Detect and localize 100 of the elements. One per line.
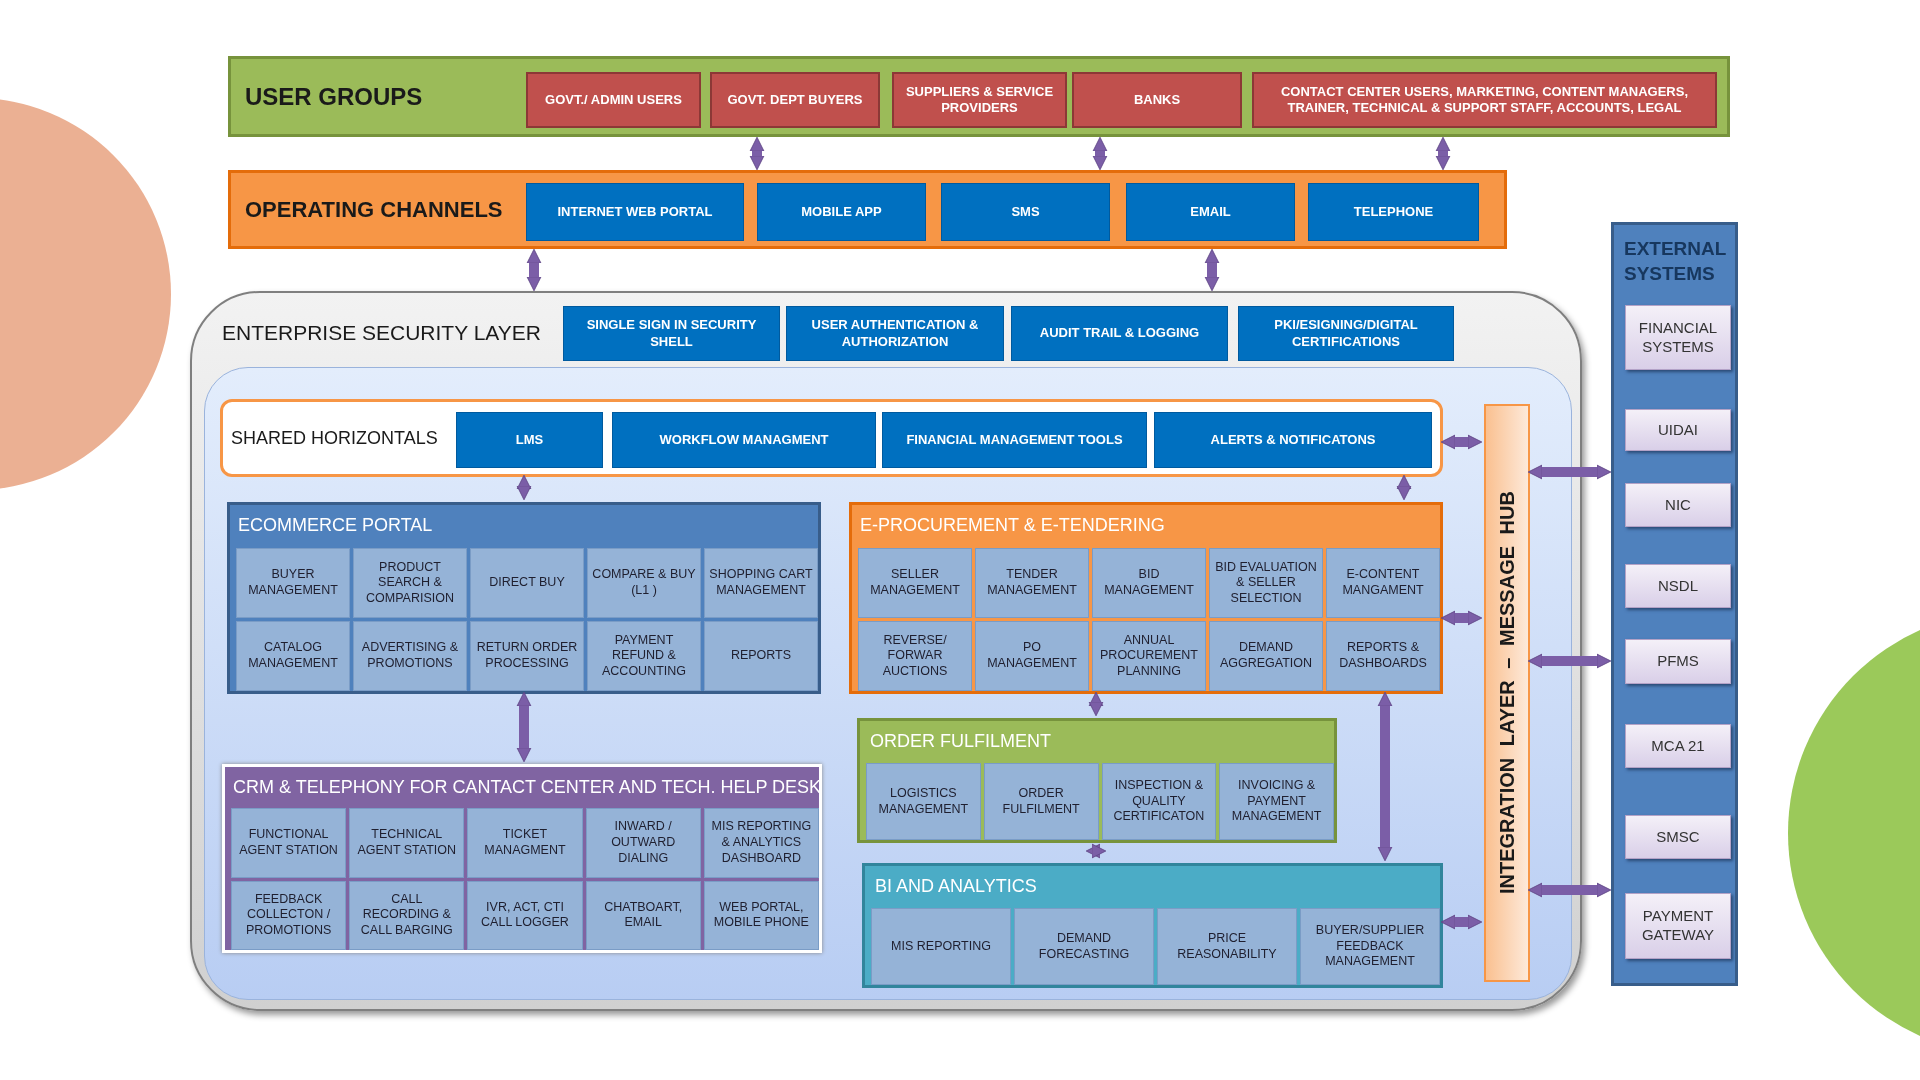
- group-heading: CRM & TELEPHONY FOR CANTACT CENTER AND TECH. HELP DESK: [233, 777, 822, 798]
- module-box: WEB PORTAL, MOBILE PHONE: [703, 880, 819, 950]
- module-box: TECHNICAL AGENT STATION: [349, 808, 465, 878]
- band-heading: SHARED HORIZONTALS: [231, 427, 438, 449]
- module-box: COMPARE & BUY (L1 ): [587, 548, 701, 618]
- group-heading: BI AND ANALYTICS: [875, 876, 1037, 897]
- layer-band: [228, 56, 1730, 137]
- module-box: BUYER MANAGEMENT: [236, 548, 350, 618]
- band-heading: OPERATING CHANNELS: [245, 196, 503, 223]
- external-systems-panel: [1611, 222, 1738, 986]
- module-box: FEEDBACK COLLECTON / PROMOTIONS: [231, 880, 347, 950]
- module-box: BID MANAGEMENT: [1092, 548, 1206, 618]
- module-box: EMAIL: [1126, 183, 1295, 241]
- system-box: MCA 21: [1625, 724, 1731, 768]
- module-box: DEMAND AGGREGATION: [1209, 621, 1323, 691]
- user-group-box: GOVT. DEPT BUYERS: [710, 72, 880, 128]
- user-group-box: GOVT./ ADMIN USERS: [526, 72, 701, 128]
- module-box: BUYER/SUPPLIER FEEDBACK MANAGEMENT: [1300, 908, 1440, 985]
- integration-bar: INTEGRATION LAYER – MESSAGE HUB: [1484, 404, 1530, 982]
- module-box: REPORTS & DASHBOARDS: [1326, 621, 1440, 691]
- module-box: PO MANAGEMENT: [975, 621, 1089, 691]
- module-box: DIRECT BUY: [470, 548, 584, 618]
- module-box: ADVERTISING & PROMOTIONS: [353, 621, 467, 691]
- module-box: TENDER MANAGEMENT: [975, 548, 1089, 618]
- module-box: FUNCTIONAL AGENT STATION: [231, 808, 347, 878]
- module-box: DEMAND FORECASTING: [1014, 908, 1154, 985]
- double-arrow: [526, 248, 542, 292]
- module-box: SHOPPING CART MANAGEMENT: [704, 548, 818, 618]
- module-box: SELLER MANAGEMENT: [858, 548, 972, 618]
- security-layer-panel: [190, 291, 1582, 1011]
- module-box: E-CONTENT MANGAMENT: [1326, 548, 1440, 618]
- module-box: PRICE REASONABILITY: [1157, 908, 1297, 985]
- system-box: NIC: [1625, 483, 1731, 527]
- module-box: PRODUCT SEARCH & COMPARISION: [353, 548, 467, 618]
- module-box: TELEPHONE: [1308, 183, 1479, 241]
- module-box: REPORTS: [704, 621, 818, 691]
- module-box: LMS: [456, 412, 603, 468]
- module-box: LOGISTICS MANAGEMENT: [866, 763, 981, 840]
- module-box: ORDER FULFILMENT: [983, 763, 1099, 840]
- double-arrow: [1440, 610, 1483, 626]
- double-arrow: [1396, 474, 1412, 501]
- module-box: PKI/ESIGNING/DIGITAL CERTIFICATIONS: [1238, 306, 1454, 361]
- shared-services-band: [220, 399, 1443, 477]
- system-box: SMSC: [1625, 815, 1731, 859]
- module-box: INSPECTION & QUALITY CERTIFICATON: [1101, 763, 1217, 840]
- module-group-panel: [857, 718, 1337, 843]
- module-box: ALERTS & NOTIFICATONS: [1154, 412, 1432, 468]
- module-group-panel: [862, 863, 1443, 988]
- module-box: CHATBOART, EMAIL: [585, 880, 701, 950]
- double-arrow: [1086, 843, 1106, 859]
- panel-heading: EXTERNAL SYSTEMS: [1624, 237, 1728, 286]
- module-box: INTERNET WEB PORTAL: [526, 183, 744, 241]
- module-group-panel: [227, 502, 821, 694]
- module-box: WORKFLOW MANAGMENT: [612, 412, 876, 468]
- double-arrow: [1088, 691, 1104, 717]
- module-group-panel: [222, 764, 822, 953]
- group-heading: ORDER FULFILMENT: [870, 731, 1051, 752]
- module-box: BID EVALUATION & SELLER SELECTION: [1209, 548, 1323, 618]
- double-arrow: [516, 691, 532, 763]
- system-box: UIDAI: [1625, 409, 1731, 451]
- module-box: MOBILE APP: [757, 183, 926, 241]
- module-box: SINGLE SIGN IN SECURITY SHELL: [563, 306, 780, 361]
- system-box: FINANCIAL SYSTEMS: [1625, 305, 1731, 370]
- module-box: FINANCIAL MANAGEMENT TOOLS: [882, 412, 1147, 468]
- system-box: NSDL: [1625, 564, 1731, 608]
- module-box: USER AUTHENTICATION & AUTHORIZATION: [786, 306, 1004, 361]
- double-arrow: [749, 136, 765, 171]
- module-box: MIS REPORTING & ANALYTICS DASHBOARD: [703, 808, 819, 878]
- module-box: RETURN ORDER PROCESSING: [470, 621, 584, 691]
- double-arrow: [1092, 136, 1108, 171]
- double-arrow: [1440, 914, 1483, 930]
- module-box: ANNUAL PROCUREMENT PLANNING: [1092, 621, 1206, 691]
- double-arrow: [1440, 434, 1483, 450]
- band-heading: USER GROUPS: [245, 82, 423, 111]
- module-box: TICKET MANAGMENT: [467, 808, 583, 878]
- system-box: PAYMENT GATEWAY: [1625, 893, 1731, 959]
- double-arrow: [1527, 464, 1612, 480]
- module-box: CATALOG MANAGEMENT: [236, 621, 350, 691]
- module-box: SMS: [941, 183, 1110, 241]
- module-box: REVERSE/ FORWAR AUCTIONS: [858, 621, 972, 691]
- group-heading: ECOMMERCE PORTAL: [238, 515, 433, 536]
- double-arrow: [1527, 653, 1612, 669]
- double-arrow: [516, 474, 532, 501]
- module-box: CALL RECORDING & CALL BARGING: [349, 880, 465, 950]
- layer-heading: ENTERPRISE SECURITY LAYER: [222, 321, 541, 345]
- double-arrow: [1204, 248, 1220, 292]
- module-box: INWARD / OUTWARD DIALING: [585, 808, 701, 878]
- layer-band: [228, 170, 1507, 249]
- module-box: MIS REPORTING: [871, 908, 1011, 985]
- double-arrow: [1377, 691, 1393, 862]
- module-group-panel: [849, 502, 1443, 694]
- user-group-box: SUPPLIERS & SERVICE PROVIDERS: [892, 72, 1067, 128]
- user-group-box: CONTACT CENTER USERS, MARKETING, CONTENT MANAGERS, TRAINER, TECHNICAL & SUPPORT STAFF, ACCOUNTS, LEGAL: [1252, 72, 1717, 128]
- user-group-box: BANKS: [1072, 72, 1242, 128]
- double-arrow: [1527, 882, 1612, 898]
- double-arrow: [1435, 136, 1451, 171]
- module-box: PAYMENT REFUND & ACCOUNTING: [587, 621, 701, 691]
- module-box: AUDIT TRAIL & LOGGING: [1011, 306, 1228, 361]
- group-heading: E-PROCUREMENT & E-TENDERING: [860, 515, 1165, 536]
- system-box: PFMS: [1625, 639, 1731, 684]
